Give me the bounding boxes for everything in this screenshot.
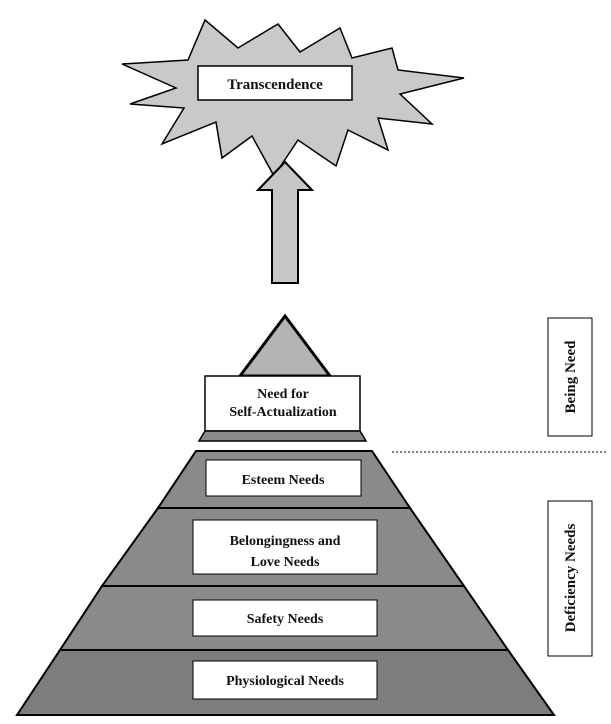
transcendence-box xyxy=(197,65,353,101)
self-actualization-label-line2: Self-Actualization xyxy=(229,405,337,420)
physiological-label: Physiological Needs xyxy=(226,674,344,689)
belongingness-label-line2: Love Needs xyxy=(251,555,320,570)
peak-triangle xyxy=(237,313,333,378)
deficiency-needs-box xyxy=(547,500,593,657)
safety-box xyxy=(192,599,378,637)
belongingness-label-line1: Belongingness and xyxy=(230,534,341,549)
being-need-label: Being Need xyxy=(563,340,579,414)
belongingness-box xyxy=(192,519,378,575)
up-arrow xyxy=(255,160,315,284)
esteem-box xyxy=(205,459,362,497)
transcendence-label: Transcendence xyxy=(227,77,323,93)
self-actualization-label-line1: Need for xyxy=(257,387,309,402)
being-need-box xyxy=(547,317,593,437)
self-actualization-box xyxy=(204,375,361,432)
deficiency-needs-label: Deficiency Needs xyxy=(563,523,579,632)
safety-label: Safety Needs xyxy=(247,612,324,627)
peak-base-band xyxy=(197,430,368,442)
esteem-label: Esteem Needs xyxy=(242,473,325,488)
physiological-box xyxy=(192,660,378,700)
